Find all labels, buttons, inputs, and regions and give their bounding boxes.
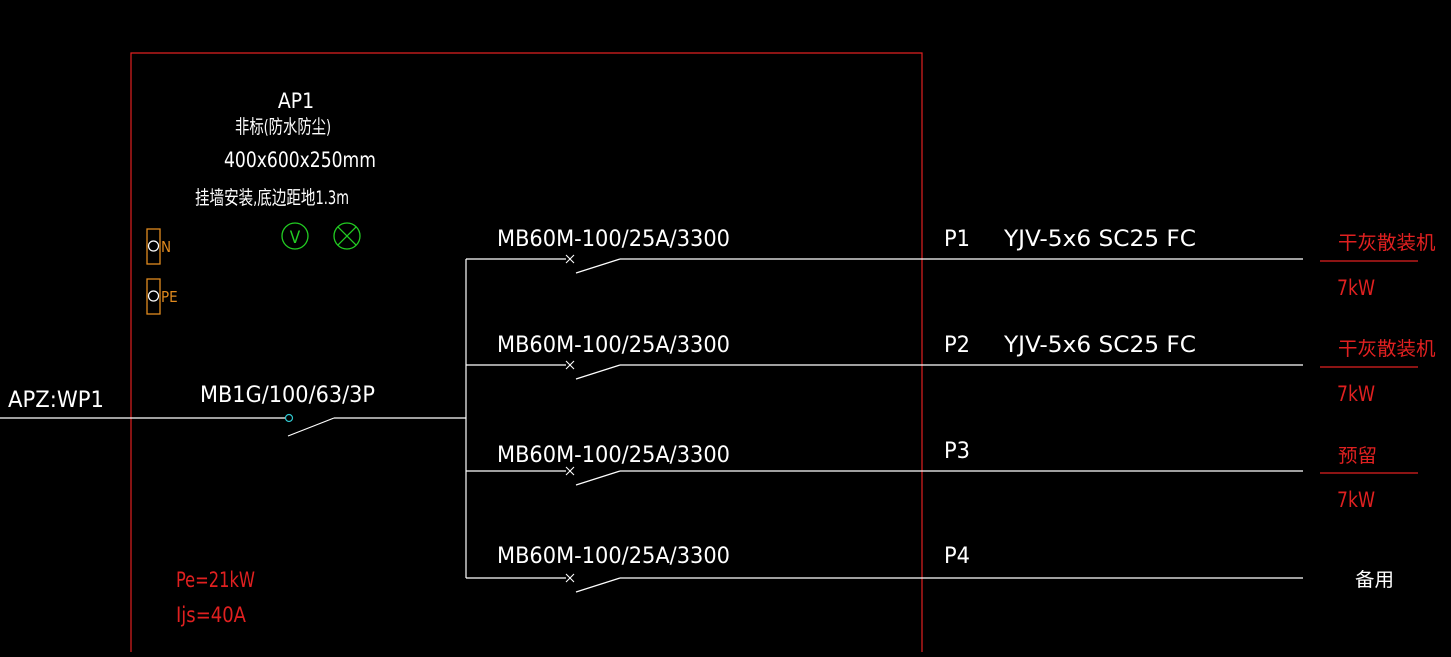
pe-terminal-label: PE [161,288,178,306]
circuit-id: P4 [944,544,970,569]
panel-calculated-current: Ijs=40A [176,603,246,627]
load-name: 备用 [1355,569,1394,591]
load-power: 7kW [1337,382,1375,406]
circuit-3: MB60M-100/25A/3300 P3 预留 7kW [466,439,1418,512]
breaker-switch-blade [575,258,621,274]
panel-enclosure-outline [130,52,923,652]
breaker-trip-mark-icon [565,573,575,583]
circuit-breaker-label: MB60M-100/25A/3300 [497,443,730,468]
breaker-switch-blade [575,470,621,486]
pe-terminal: PE [146,278,178,315]
breaker-trip-mark-icon [565,254,575,264]
circuit-cable-spec: YJV-5x6 SC25 FC [1003,227,1196,252]
circuit-4: MB60M-100/25A/3300 P4 备用 [466,544,1394,593]
circuit-id: P3 [944,439,970,464]
voltmeter-label: V [290,228,301,248]
load-power: 7kW [1337,276,1375,300]
panel-installed-load: Pe=21kW [176,568,255,592]
circuit-1: MB60M-100/25A/3300 P1 YJV-5x6 SC25 FC 干灰散装机… [466,227,1436,300]
panel-size: 400x600x250mm [224,148,376,172]
neutral-terminal: N [146,228,171,265]
circuit-2: MB60M-100/25A/3300 P2 YJV-5x6 SC25 FC 干灰散装机… [466,333,1436,406]
breaker-trip-mark-icon [565,466,575,476]
load-name: 预留 [1338,445,1377,467]
incoming-feeder-label: APZ:WP1 [8,388,104,413]
breaker-switch-blade [575,577,621,593]
panel-name: AP1 [278,89,314,113]
circuit-cable-spec: YJV-5x6 SC25 FC [1003,333,1196,358]
neutral-terminal-label: N [161,238,171,256]
panel-type: 非标(防水防尘) [235,116,331,138]
indicator-lamp-icon [333,222,361,250]
circuit-id: P2 [944,333,970,358]
circuit-breaker-label: MB60M-100/25A/3300 [497,544,730,569]
breaker-trip-mark-icon [565,360,575,370]
panel-mounting: 挂墙安装,底边距地1.3m [195,187,349,209]
load-power: 7kW [1337,488,1375,512]
main-breaker-symbol [284,413,335,437]
load-name: 干灰散装机 [1338,232,1436,254]
circuit-breaker-label: MB60M-100/25A/3300 [497,333,730,358]
voltmeter-icon: V [281,222,309,250]
load-name: 干灰散装机 [1338,338,1436,360]
main-breaker-label: MB1G/100/63/3P [200,383,375,408]
circuit-breaker-label: MB60M-100/25A/3300 [497,227,730,252]
circuit-id: P1 [944,227,970,252]
breaker-switch-blade [575,364,621,380]
